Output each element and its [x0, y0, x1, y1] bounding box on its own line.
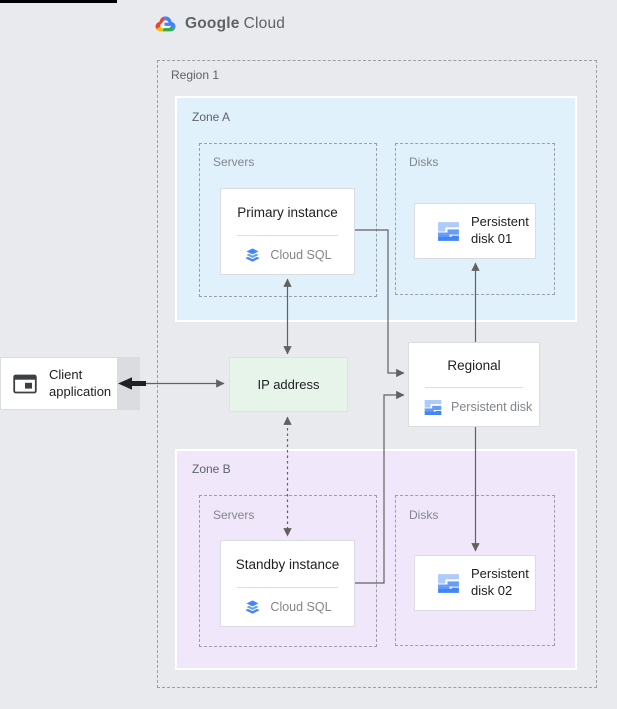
zone-b-disks-label: Disks: [409, 508, 439, 522]
card-divider: [237, 235, 338, 236]
zone-b-servers-label: Servers: [213, 508, 255, 522]
ip-address-box: IP address: [229, 357, 348, 412]
logo-word-cloud: Cloud: [243, 15, 286, 32]
client-card-shadow: [118, 357, 140, 410]
logo-word-google: Google: [185, 15, 240, 32]
regional-service-label: Persistent disk: [451, 400, 533, 414]
client-line1: Client: [49, 366, 83, 382]
persistent-disk-02-label: Persistent disk 02: [471, 566, 529, 600]
cloud-sql-icon: [244, 599, 262, 614]
zone-a-label: Zone A: [192, 110, 231, 124]
persistent-disk-icon: [438, 573, 459, 593]
client-application-label: Client application: [49, 367, 111, 401]
client-line2: application: [49, 383, 112, 399]
google-cloud-logo-icon: [155, 16, 176, 32]
zone-a-disks-label: Disks: [409, 155, 439, 169]
standby-instance-title: Standby instance: [235, 556, 340, 572]
primary-instance-title: Primary instance: [237, 204, 338, 220]
application-window-icon: [13, 374, 37, 393]
zone-b-label: Zone B: [192, 462, 231, 476]
disk02-line2: disk 02: [471, 583, 513, 598]
client-application-card: Client application: [0, 357, 118, 410]
persistent-disk-icon: [424, 399, 442, 415]
regional-disk-card: Regional Persistent disk: [408, 342, 540, 427]
region-1-label: Region 1: [171, 68, 220, 82]
top-edge-artifact-bar: [0, 0, 117, 3]
persistent-disk-icon: [438, 221, 459, 241]
region-1-container: [157, 60, 597, 688]
standby-instance-card: Standby instance Cloud SQL: [220, 540, 355, 627]
primary-service-label: Cloud SQL: [270, 248, 332, 262]
cloud-sql-icon: [244, 247, 262, 262]
primary-instance-card: Primary instance Cloud SQL: [220, 188, 355, 275]
persistent-disk-01-card: Persistent disk 01: [414, 203, 536, 259]
persistent-disk-01-label: Persistent disk 01: [471, 214, 529, 248]
disk01-line2: disk 01: [471, 231, 513, 246]
disk01-line1: Persistent: [471, 214, 529, 230]
persistent-disk-02-card: Persistent disk 02: [414, 555, 536, 611]
card-divider: [237, 587, 338, 588]
ip-address-label: IP address: [257, 377, 320, 392]
zone-a-servers-label: Servers: [213, 155, 255, 169]
card-divider: [425, 387, 523, 388]
standby-service-label: Cloud SQL: [270, 600, 332, 614]
disk02-line1: Persistent: [471, 566, 529, 582]
regional-title: Regional: [447, 357, 501, 373]
